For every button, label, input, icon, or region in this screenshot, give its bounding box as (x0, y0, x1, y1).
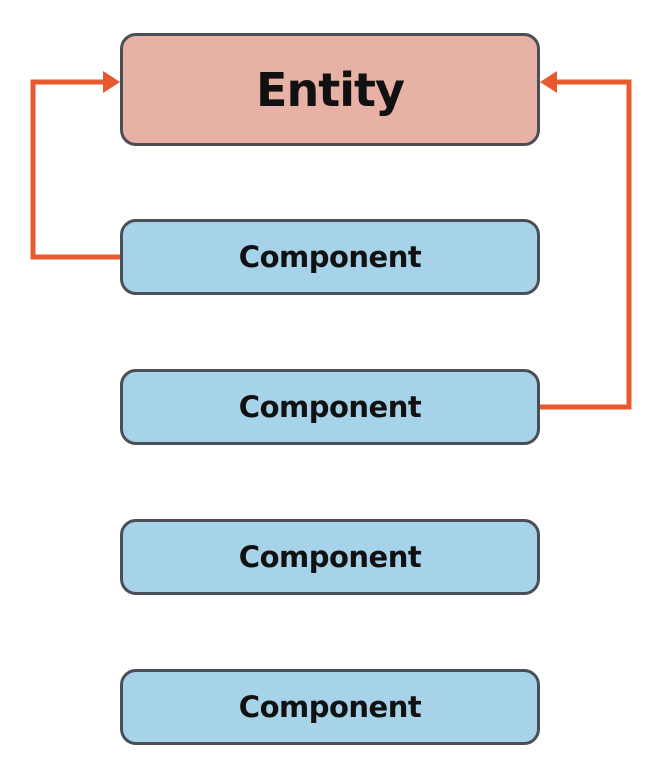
entity-box: Entity (120, 33, 540, 146)
component-box-2: Component (120, 369, 540, 445)
left-arrowhead-icon (103, 71, 120, 93)
component-label-2: Component (238, 390, 422, 424)
right-connector-line (540, 79, 632, 410)
component-label-3: Component (238, 540, 422, 574)
right-arrowhead-icon (540, 71, 557, 93)
component-box-3: Component (120, 519, 540, 595)
entity-label: Entity (256, 62, 405, 117)
component-box-4: Component (120, 669, 540, 745)
component-label-1: Component (238, 240, 422, 274)
component-box-1: Component (120, 219, 540, 295)
left-connector-line (30, 79, 120, 260)
component-label-4: Component (238, 690, 422, 724)
